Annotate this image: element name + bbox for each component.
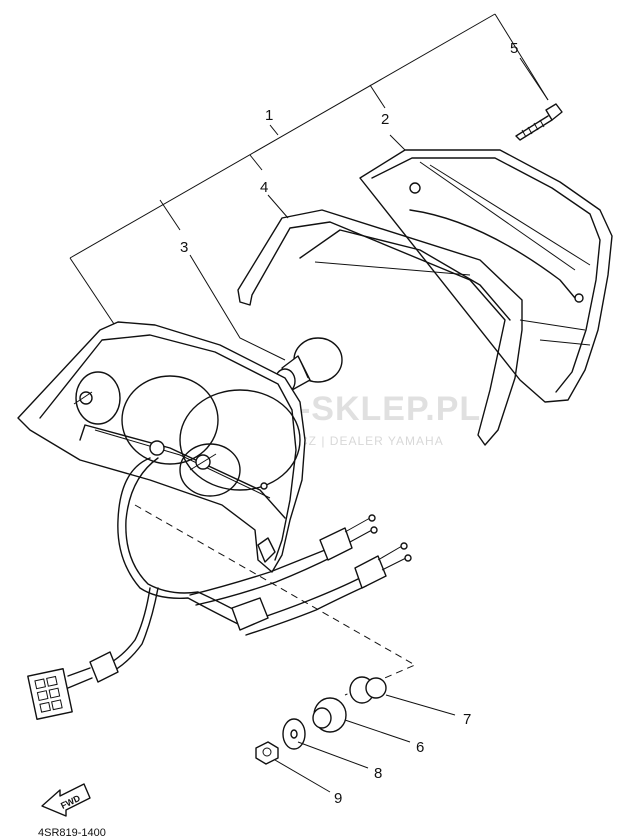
leader-bracket-lines (69, 13, 549, 361)
connector-plug (27, 667, 93, 720)
screw-part-5 (515, 103, 563, 141)
part-number-3: 3 (180, 239, 188, 256)
part-number-1: 1 (265, 107, 273, 124)
part-number-6: 6 (416, 739, 424, 756)
wiring-harness (89, 457, 412, 683)
part-number-7: 7 (463, 711, 471, 728)
diagram-code: 4SR819-1400 (38, 827, 106, 839)
nut-part-9 (255, 741, 331, 793)
gasket-part-4 (237, 209, 523, 446)
housing-part-1 (17, 321, 306, 573)
part-number-labels: 1 2 3 4 5 6 7 8 9 (180, 40, 518, 807)
lens-part-2 (359, 149, 613, 403)
washer-part-8 (282, 718, 369, 769)
part-number-9: 9 (334, 790, 342, 807)
fwd-arrow-icon: FWD (41, 783, 91, 817)
part-number-8: 8 (374, 765, 382, 782)
grommet-part-7 (349, 676, 456, 716)
part-number-2: 2 (381, 111, 389, 128)
part-number-4: 4 (260, 179, 268, 196)
part-number-5: 5 (510, 40, 518, 57)
damper-part-6 (312, 697, 411, 743)
